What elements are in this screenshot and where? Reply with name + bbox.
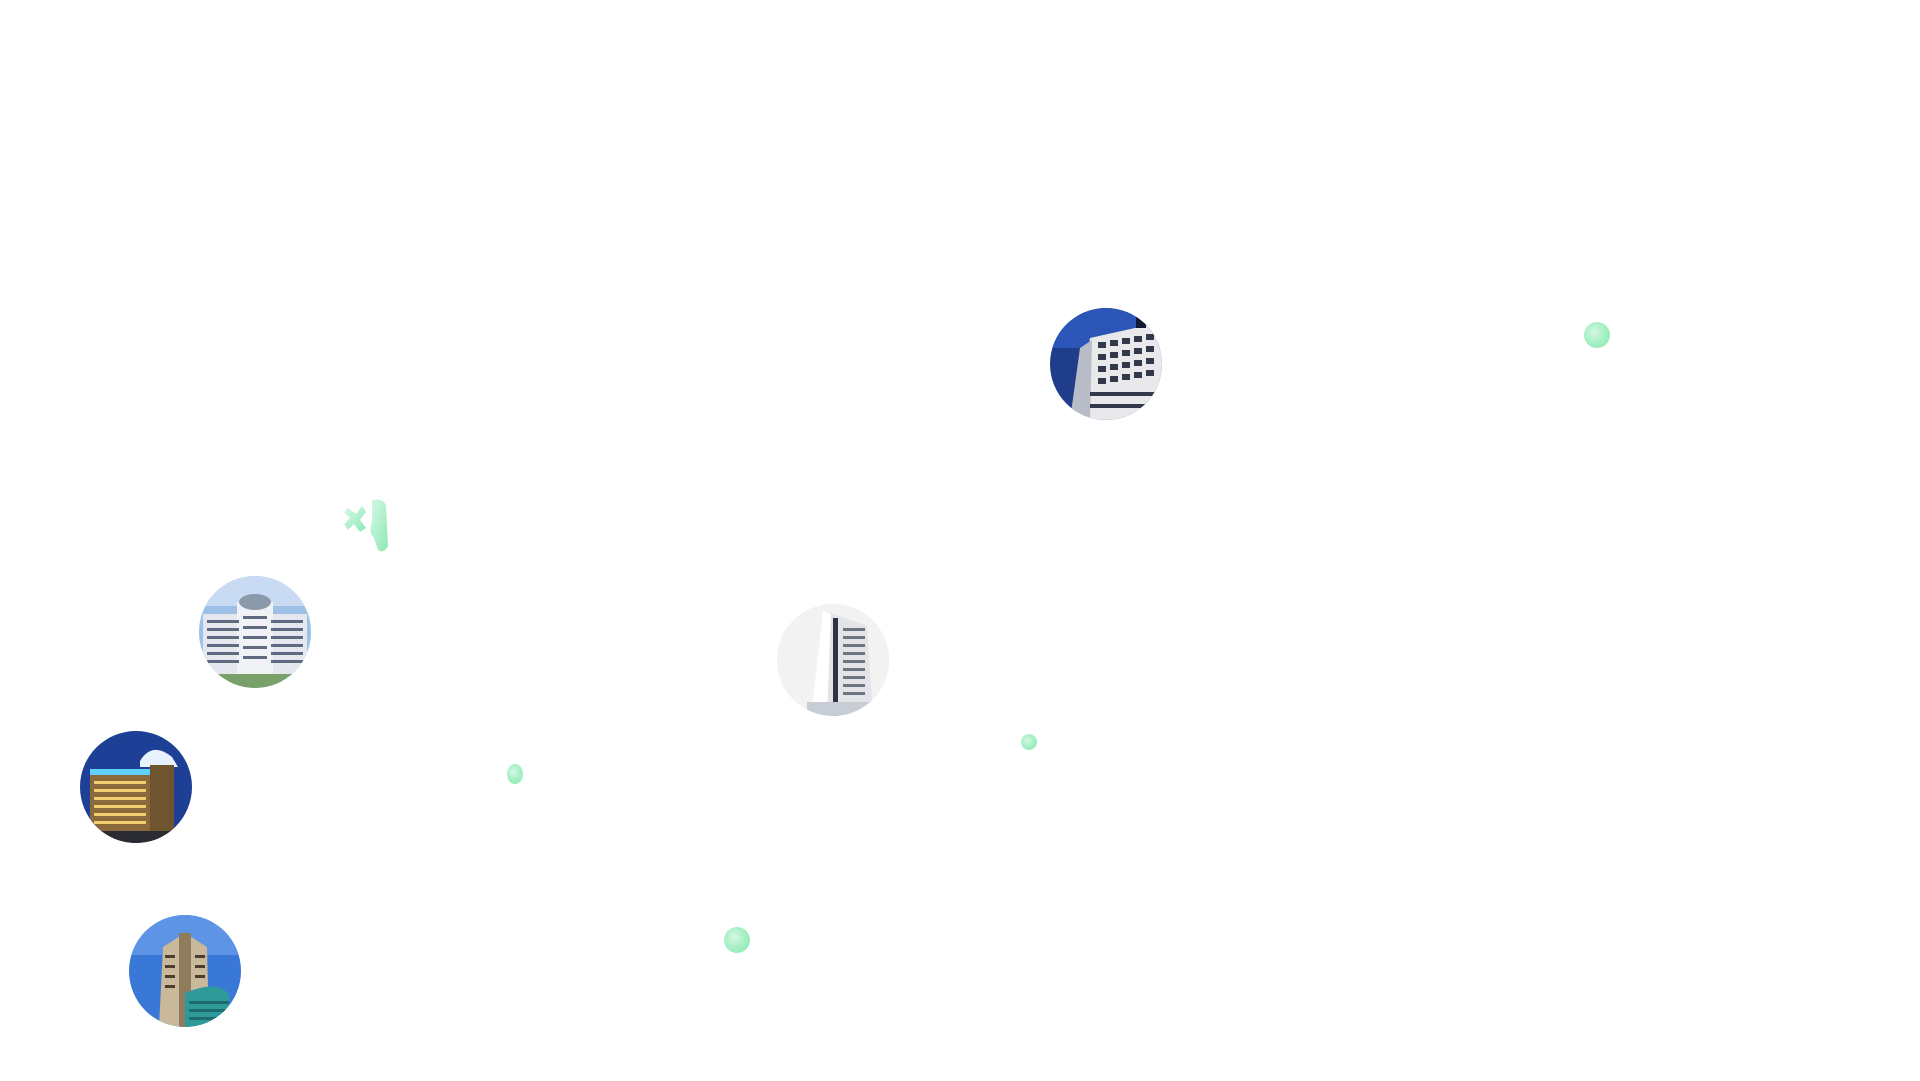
hotel-marker-1[interactable] <box>1050 308 1162 420</box>
location-dot-2[interactable] <box>1021 734 1037 750</box>
hotel-marker-3[interactable] <box>777 604 889 716</box>
building-photo-icon <box>777 604 889 716</box>
location-dot-3[interactable] <box>724 927 750 953</box>
hotel-marker-5[interactable] <box>129 915 241 1027</box>
location-dot-1[interactable] <box>1584 322 1610 348</box>
building-photo-icon <box>1050 308 1162 420</box>
building-photo-icon <box>80 731 192 843</box>
location-dot-5[interactable] <box>344 498 396 554</box>
building-photo-icon <box>129 915 241 1027</box>
hotel-marker-4[interactable] <box>80 731 192 843</box>
hotel-marker-2[interactable] <box>199 576 311 688</box>
building-photo-icon <box>199 576 311 688</box>
location-dot-4[interactable] <box>507 764 523 784</box>
